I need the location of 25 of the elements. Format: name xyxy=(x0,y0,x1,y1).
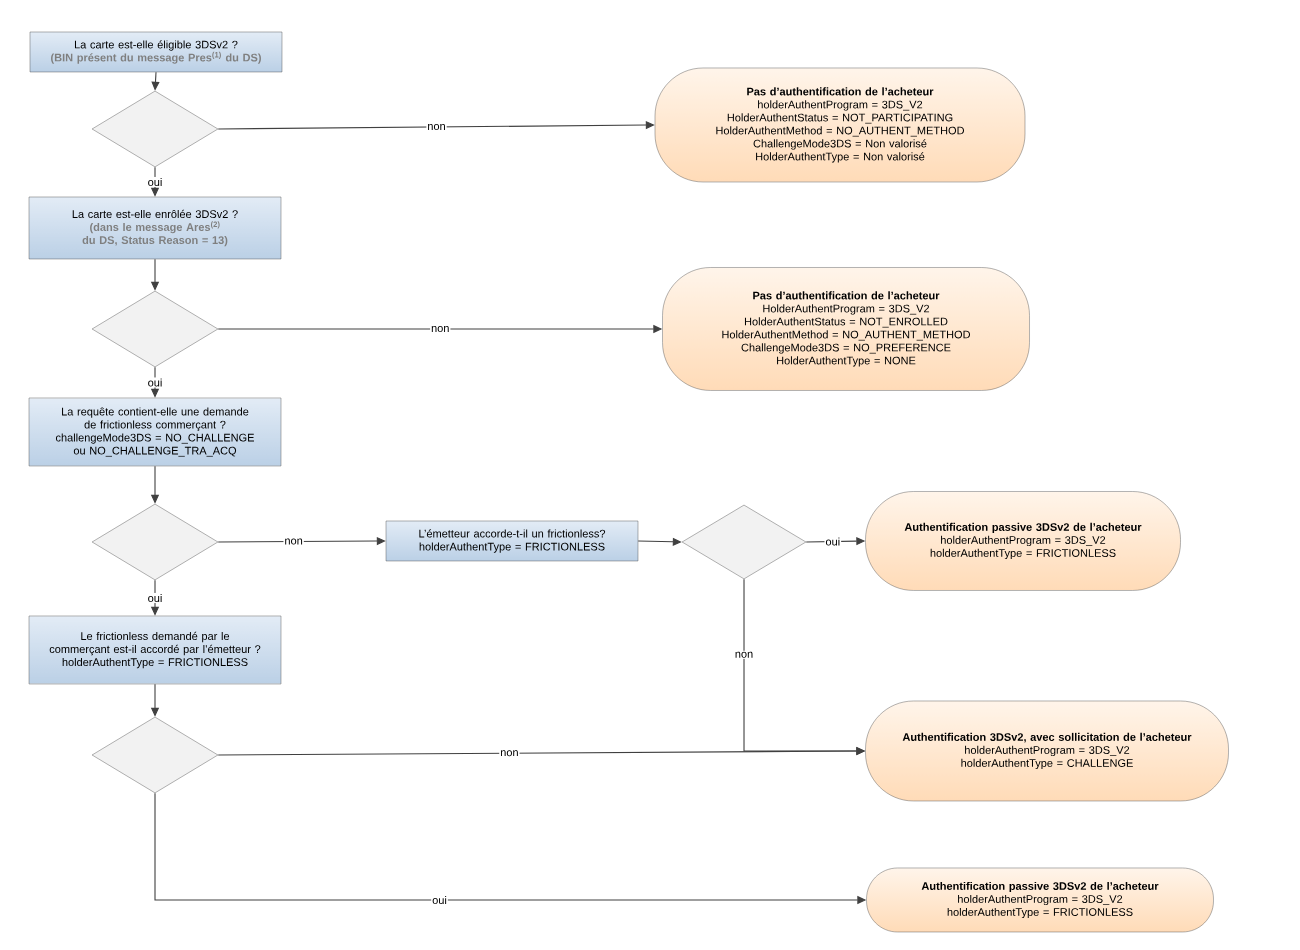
edge-label: non xyxy=(733,650,755,659)
terminal-box: Authentification passive 3DSv2 de l’acheteur holderAuthentProgram = 3DS_V2 holderAuthentType = FRICTIONLESS xyxy=(866,867,1214,933)
terminal-box: Pas d’authentification de l’acheteur holderAuthentProgram = 3DS_V2 HolderAuthentStatus = NOT_PARTICIPATING HolderAuthentMethod = NO_AUTHENT_METHOD ChallengeMode3DS = Non valorisé HolderAuthentType = Non valorisé xyxy=(654,67,1026,183)
decision-diamond xyxy=(91,503,219,581)
edge-label: non xyxy=(430,325,451,333)
edge-label: oui xyxy=(146,592,164,604)
decision-diamond xyxy=(681,504,807,580)
decision-diamond xyxy=(91,716,219,794)
decision-diamond xyxy=(91,290,219,368)
process-box: L’émetteur accorde-t-il un frictionless? holderAuthentType = FRICTIONLESS xyxy=(385,520,639,562)
edge-label: non xyxy=(499,749,520,758)
edge-label: oui xyxy=(431,894,448,906)
edge-label: oui xyxy=(146,377,164,388)
terminal-box: Authentification 3DSv2, avec sollicitation de l’acheteur holderAuthentProgram = 3DS_V2 holderAuthentType = CHALLENGE xyxy=(865,700,1229,802)
terminal-box: Pas d’authentification de l’acheteur HolderAuthentProgram = 3DS_V2 HolderAuthentStatus = NOT_ENROLLED HolderAuthentMethod = NO_AUTHENT_METHOD ChallengeMode3DS = NO_PREFERENCE HolderAuthentType = NONE xyxy=(662,267,1030,391)
process-box: La requête contient-elle une demande de frictionless commerçant ? challengeMode3DS = NO_CHALLENGE ou NO_CHALLENGE_TRA_ACQ xyxy=(28,397,282,467)
edge-label: oui xyxy=(146,176,164,188)
process-box: La carte est-elle éligible 3DSv2 ? (BIN présent du message Pres$^{(1)}$ du DS) xyxy=(29,31,283,73)
terminal-box: Authentification passive 3DSv2 de l’acheteur holderAuthentProgram = 3DS_V2 holderAuthentType = FRICTIONLESS xyxy=(865,491,1181,591)
edge-label: non xyxy=(283,537,304,546)
edge-label: non xyxy=(426,123,447,131)
process-box: Le frictionless demandé par le commerçant est-il accordé par l’émetteur ? holderAuthentType = FRICTIONLESS xyxy=(28,615,282,685)
edge-label: oui xyxy=(824,536,842,547)
decision-diamond xyxy=(91,90,219,168)
process-box: La carte est-elle enrôlée 3DSv2 ? (dans le message Ares$^{(2)}$ du DS, Status Reason = 13) xyxy=(28,196,282,260)
